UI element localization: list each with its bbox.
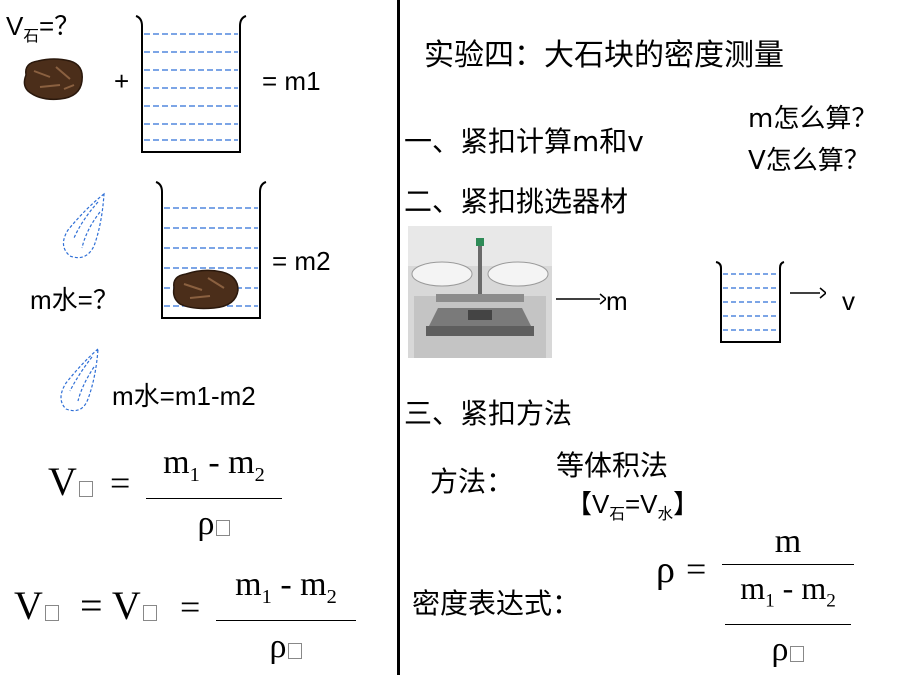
arrow-m-label: m [606,286,628,316]
density-label: 密度表达式： [412,587,581,620]
beaker-with-rock [155,181,267,319]
item-1: 一、紧扣计算m和v [404,125,644,158]
item-3: 三、紧扣方法 [404,397,573,430]
page-title: 实验四：大石块的密度测量 [424,38,784,73]
question-v: V怎么算？ [748,146,870,176]
density-eq: = [686,549,707,589]
balance-scale-photo [408,226,552,358]
formula-2-mid: = V [80,582,157,629]
formula-1-eq: = [110,463,131,503]
formula-1-fraction: m1 - m2 ρ [146,440,282,549]
formula-2-eq: = [180,587,201,627]
m-water-formula: m水=m1-m2 [112,381,256,411]
method-equation: 【V石=V水】 [566,489,700,524]
v-stone-question: V石=？ [6,11,81,46]
eq-m1: = m1 [262,66,321,96]
m-water-question: m水=？ [30,285,119,315]
item-2: 二、紧扣挑选器材 [404,185,629,218]
method-label: 方法： [430,465,515,498]
density-lhs: ρ [656,549,675,591]
eq-m2: = m2 [272,246,331,276]
arrow-v-label: v [842,286,855,316]
small-beaker [715,261,785,343]
method-name: 等体积法 [556,449,669,482]
beaker-with-water-1 [135,15,247,153]
arrow-right-icon-2 [790,287,826,299]
formula-2-fraction: m1 - m2 ρ [216,562,356,673]
plus-sign: + [114,66,130,96]
density-fraction: m m1 - m2 ρ [722,520,854,675]
rock-image [23,58,83,101]
formula-2-lhs: V [14,582,59,629]
question-m: m怎么算？ [748,104,878,134]
panel-divider [397,0,400,675]
formula-1-lhs: V [48,458,93,505]
arrow-right-icon [556,293,606,305]
water-drop-icon [62,192,105,259]
water-drop-icon-2 [60,347,99,412]
